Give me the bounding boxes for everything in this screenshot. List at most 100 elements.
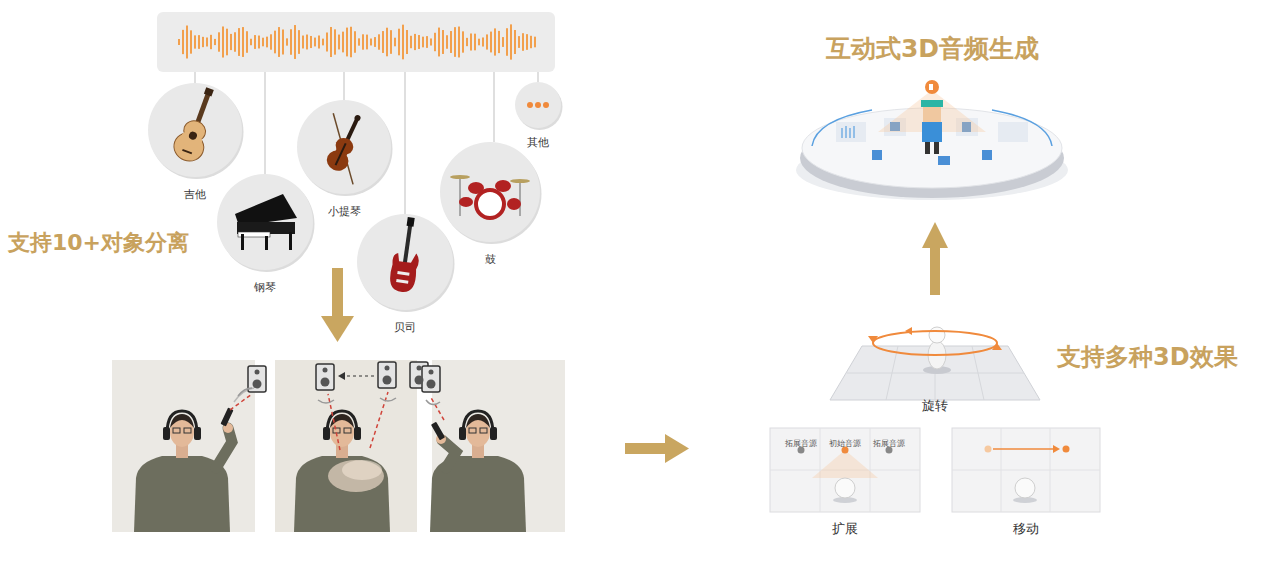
bass-icon (397, 271, 409, 276)
person (173, 428, 180, 433)
person (442, 440, 456, 468)
instrument-icon (450, 175, 530, 218)
effect-panel (812, 450, 878, 478)
flow-arrow (665, 434, 689, 463)
audio-stage (849, 128, 850, 138)
sound-wave (234, 388, 440, 405)
wave-bar (278, 27, 280, 57)
leader-line (343, 72, 345, 100)
audio-stage (938, 156, 950, 165)
audio-stage (992, 110, 1052, 146)
circle-outline (440, 142, 540, 242)
circle-outline (357, 214, 453, 310)
wave-bar (426, 36, 428, 48)
effect-box: 拓展音源初始音源拓展音源扩展 (770, 428, 920, 536)
wave-bar (414, 34, 416, 50)
speaker-cone (253, 366, 436, 389)
person (170, 414, 194, 428)
flow-arrow (625, 443, 667, 454)
more-icon (535, 102, 541, 108)
text-holder: 移动 (952, 518, 1100, 537)
drum-icon (450, 175, 530, 218)
person (466, 414, 490, 428)
person (216, 428, 232, 468)
sound-wave (380, 398, 396, 401)
speaker-cone (417, 366, 422, 371)
move-hint (338, 372, 345, 380)
person (194, 427, 201, 440)
person (167, 411, 197, 434)
person (184, 428, 191, 433)
heading-text: 互动式3D音频生成 (826, 34, 1039, 64)
photo-frame (112, 360, 565, 532)
sound-beam (230, 392, 444, 450)
wave-bar (338, 35, 340, 50)
speaker-cone (427, 380, 436, 389)
person (354, 427, 361, 440)
node-label: 移动 (1013, 521, 1039, 537)
circle-outline (297, 100, 391, 194)
circle-outline (515, 82, 561, 128)
effect-panel (835, 478, 855, 498)
wave-bar (286, 38, 288, 45)
effect-panel (952, 428, 1100, 512)
drum-icon (460, 178, 461, 216)
person (323, 427, 330, 440)
wave-bar (446, 35, 448, 49)
wave-bar (210, 35, 212, 49)
effect-panel (770, 428, 920, 512)
instrument-circle: 钢琴 (217, 174, 313, 292)
drum-icon (510, 179, 530, 183)
wave-bar (302, 36, 304, 49)
node-label: 旋转 (922, 398, 948, 414)
effect-panel (820, 428, 821, 512)
wave-bar (526, 34, 528, 50)
wave-bar (314, 38, 316, 47)
leader-line (537, 72, 539, 82)
effect-panel (770, 428, 920, 512)
waveform-panel (157, 12, 555, 72)
person (294, 456, 390, 532)
wave-bar (234, 32, 236, 51)
bass-icon (402, 224, 412, 266)
wave-bar (266, 37, 268, 48)
text-holder: 拓展音源 (779, 431, 823, 450)
speaker-icon (248, 362, 440, 392)
wave-bar (498, 31, 500, 53)
wave-bar (486, 34, 488, 49)
wave-bar (518, 36, 520, 48)
circle-outline (515, 82, 561, 128)
bass-icon (388, 216, 425, 294)
wave-bar (374, 37, 376, 47)
move-hint (338, 372, 374, 380)
wave-bar (482, 37, 484, 46)
wave-bar (282, 29, 284, 54)
person (333, 428, 340, 433)
drum-icon (520, 182, 521, 216)
speaker-cone (255, 370, 260, 375)
node-label: 扩展 (832, 521, 858, 537)
speaker-cone (383, 376, 392, 385)
audio-stage (925, 140, 930, 154)
wave-bar (410, 36, 412, 48)
circle-outline (148, 83, 242, 177)
person (459, 427, 466, 440)
audio-stage (872, 150, 882, 160)
instrument-circle: 贝司 (357, 214, 453, 332)
wave-bar (454, 27, 456, 57)
wave-bar (178, 39, 180, 45)
person (490, 427, 497, 440)
more-icon (527, 102, 533, 108)
violin-icon (335, 143, 347, 166)
wave-bar (274, 31, 276, 54)
wave-bar (490, 32, 492, 53)
audio-stage (998, 122, 1028, 142)
node-label: 吉他 (184, 188, 206, 201)
effect-panel (952, 428, 1100, 512)
text-holder: 钢琴 (225, 276, 305, 295)
audio-stage (853, 126, 854, 138)
drum-icon (468, 182, 484, 194)
effect-panel (1053, 445, 1060, 453)
wave-bar (534, 37, 536, 48)
instrument-icon (170, 84, 224, 166)
